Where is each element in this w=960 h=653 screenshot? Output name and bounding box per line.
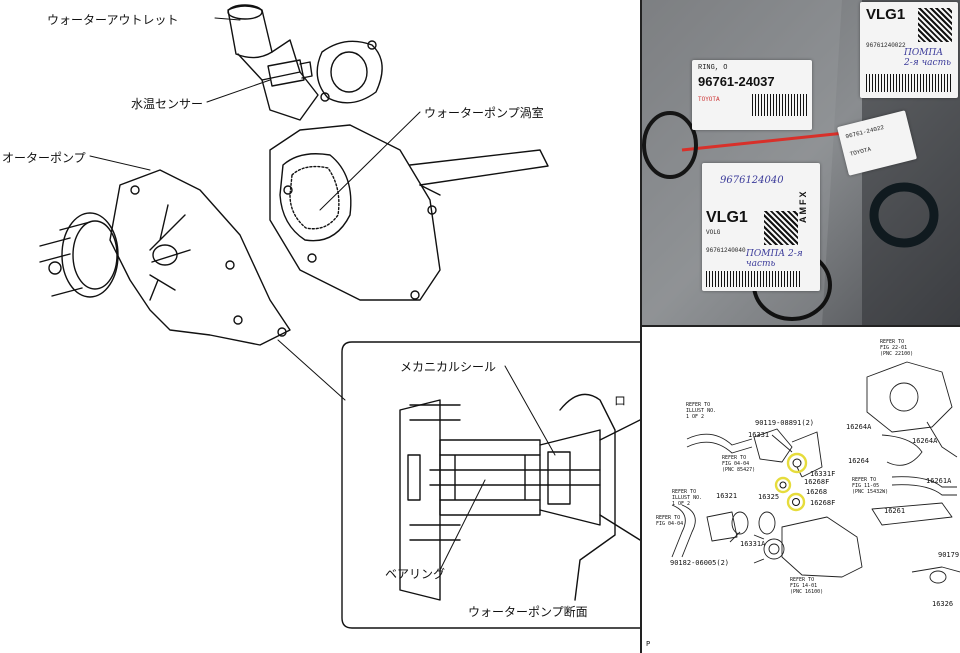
tag-vertical-text: AMFX — [798, 189, 808, 224]
part-number-16331: 16331 — [748, 431, 770, 439]
tag-part-number: 96761240040 — [706, 247, 746, 254]
tag-brand: VLG1 — [866, 6, 906, 23]
part-number-90179: 90179- — [938, 551, 960, 559]
water-pump-line-drawing — [39, 4, 640, 629]
tag-part-number: 96761-24022 — [844, 123, 885, 141]
water-pump-label: オーターポンプ — [2, 151, 86, 165]
tag-brand: TOYOTA — [849, 145, 872, 158]
rotor-label: ロ — [614, 394, 627, 408]
tag-part-number: 96761-24037 — [698, 74, 775, 89]
tag-handwritten-note: ПОМПА 2-я часть — [904, 48, 952, 68]
tag-title: RING, O — [698, 64, 728, 72]
parts-photo-panel: RING, O 96761-24037 TOYOTA VLG1 96761240… — [642, 0, 960, 325]
part-number-16268f-b: 16268F — [810, 499, 836, 507]
o-ring-icon — [642, 111, 698, 179]
tag-handwritten-number: 9676124040 — [720, 175, 784, 186]
barcode-icon — [706, 271, 802, 287]
part-number-16264: 16264 — [848, 457, 870, 465]
barcode-icon — [866, 74, 952, 92]
o-ring-icon — [869, 182, 939, 248]
part-number-16264a-b: 16264A — [912, 437, 938, 445]
catalog-footer-letter: P — [646, 640, 651, 648]
qr-code-icon — [918, 8, 952, 42]
part-number-16331a: 16331A — [740, 540, 766, 548]
cross-section-caption: ウォーターポンプ断面 — [468, 605, 588, 619]
qr-code-icon — [764, 211, 798, 245]
part-number-16331f: 16331F — [810, 470, 836, 478]
barcode-icon — [752, 94, 807, 116]
part-tag-vlg1-top: VLG1 96761240022 ПОМПА 2-я часть — [860, 2, 958, 98]
ref-fig-11-05: REFER TO FIG 11-05 (PNC 15432W) — [852, 477, 889, 495]
part-number-16264a-a: 16264A — [846, 423, 872, 431]
water-temp-sensor-label: 水温センサー — [131, 97, 204, 111]
bearing-label: ベアリング — [385, 567, 446, 581]
ref-fig-04-04: REFER TO FIG 04-04 (PNC 85427) — [722, 455, 756, 473]
part-tag-96761-24037: RING, O 96761-24037 TOYOTA — [692, 60, 812, 130]
water-pump-diagram-panel: ウォーターアウトレット 水温センサー オーターポンプ ウォーターポンプ渦室 メカ… — [0, 0, 642, 653]
part-number-16268f-a: 16268F — [804, 478, 830, 486]
part-number-16321: 16321 — [716, 492, 738, 500]
part-number-16261a: 16261A — [926, 477, 952, 485]
ref-fig-14-01: REFER TO FIG 14-01 (PNC 16100) — [790, 577, 824, 595]
part-number-16261: 16261 — [884, 507, 906, 515]
part-tag-vlg1-bottom: 9676124040 VLG1 VOLG 96761240040 ПОМПА 2… — [702, 163, 820, 291]
pump-volute-label: ウォーターポンプ渦室 — [424, 106, 544, 120]
part-number-16325: 16325 — [758, 493, 780, 501]
ref-fig-04-04b: REFER TO FIG 04-04 — [656, 515, 684, 527]
ref-illust-2: REFER TO ILLUST NO. 1 OF 2 — [672, 489, 703, 507]
mechanical-seal-label: メカニカルシール — [400, 360, 497, 374]
tag-brand: VLG1 — [706, 209, 748, 226]
parts-catalog-line-drawing — [671, 361, 960, 584]
tag-part-number: 96761240022 — [866, 42, 906, 49]
part-number-90182: 90182-06005(2) — [670, 559, 730, 567]
tag-brand: TOYOTA — [698, 96, 720, 103]
water-outlet-label: ウォーターアウトレット — [47, 13, 179, 27]
ref-illust-1: REFER TO ILLUST NO. 1 OF 2 — [686, 402, 717, 420]
part-number-90119: 90119-08891(2) — [755, 419, 815, 427]
parts-catalog-panel: 90119-08891(2) 16331 16331F 16268F 16268… — [642, 325, 960, 653]
part-number-16326: 16326 — [932, 600, 954, 608]
tag-sub-brand: VOLG — [706, 229, 721, 236]
tag-handwritten-note: ПОМПА 2-я часть — [746, 249, 803, 269]
ref-fig-22-01: REFER TO FIG 22-01 (PNC 22100) — [880, 339, 914, 357]
part-number-16268: 16268 — [806, 488, 828, 496]
